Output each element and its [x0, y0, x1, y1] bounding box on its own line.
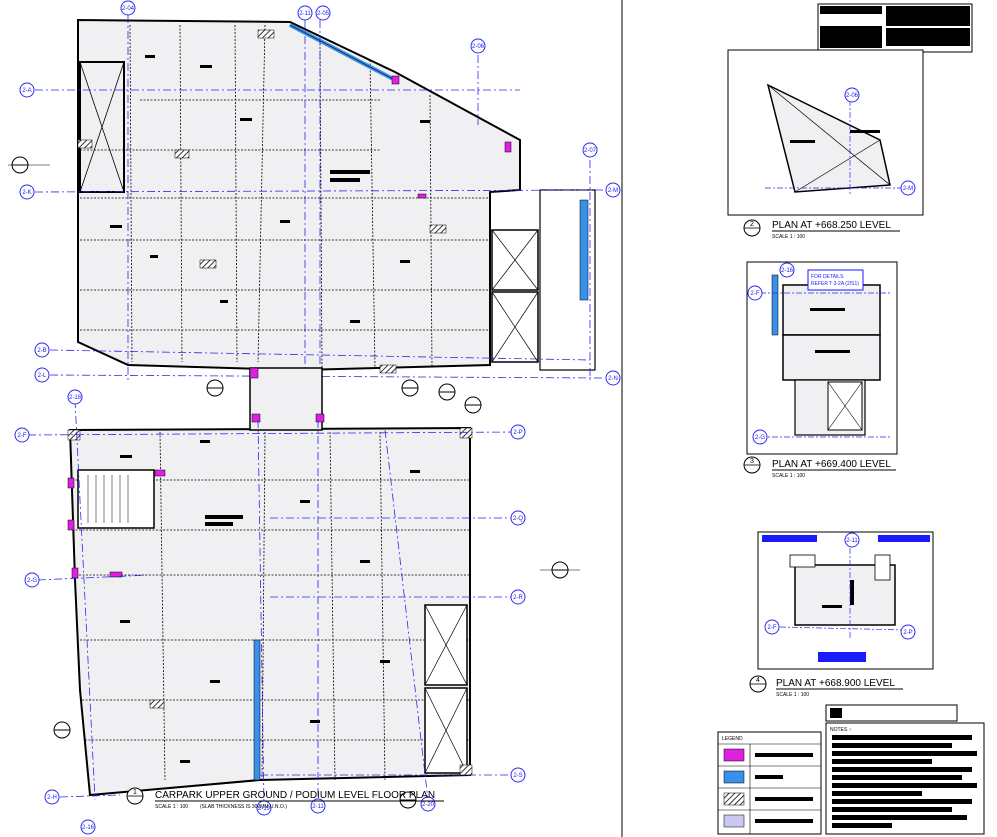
main-plan-title-block: 1 CARPARK UPPER GROUND / PODIUM LEVEL FL…	[126, 787, 444, 810]
svg-text:2-S: 2-S	[513, 773, 522, 779]
svg-text:2-L: 2-L	[38, 373, 47, 379]
grid-bubble-2-L: 2-L	[34, 367, 50, 383]
svg-text:2-M: 2-M	[608, 188, 618, 194]
svg-text:2-04: 2-04	[122, 6, 135, 12]
grid-bubble-2-S: 2-S	[510, 767, 526, 783]
grid-bubble-2-04: 2-04	[120, 0, 136, 16]
svg-text:2-Q: 2-Q	[513, 516, 523, 522]
grid-bubble-plan2-2-M: 2-M	[900, 180, 916, 196]
grid-bubble-2-11-lower: 2-11	[310, 798, 326, 814]
title-stamp	[817, 3, 973, 53]
connector-neck	[249, 367, 323, 431]
grid-bubble-plan4-2-11: 2-11	[844, 532, 860, 548]
plan4-title: PLAN AT +668.900 LEVEL	[776, 678, 895, 689]
svg-text:2-N: 2-N	[608, 376, 618, 382]
svg-text:2-P: 2-P	[513, 430, 522, 436]
svg-text:2-20: 2-20	[422, 802, 435, 808]
svg-text:2-B: 2-B	[37, 348, 46, 354]
upper-grid-bubbles: 2-A 2-K 2-B 2-L 2-M 2-N 2-04 2-11 2-05 2…	[19, 0, 621, 386]
svg-text:2-16: 2-16	[781, 268, 794, 274]
grid-bubble-plan2-2-06: 2-06	[844, 87, 860, 103]
main-plan-number: 1	[133, 789, 137, 796]
upper-slab	[77, 18, 521, 372]
plan-3-detail: FOR DETAILS REFER T 3-2A (2/S1) 2-16 2-F…	[743, 261, 898, 479]
svg-text:2-H: 2-H	[47, 795, 57, 801]
stair-core	[77, 469, 155, 529]
grid-bubble-plan4-2-P: 2-P	[900, 624, 916, 640]
main-plan-note: (SLAB THICKNESS IS 300MM U.N.O.)	[200, 804, 287, 810]
plan2-number: 2	[750, 221, 754, 228]
grid-bubble-2-K: 2-K	[19, 184, 35, 200]
legend-swatch-blue	[723, 770, 745, 784]
plan-2-detail: 2-06 2-M 2 PLAN AT +668.250 LEVEL SCALE …	[727, 49, 924, 240]
svg-text:2-P: 2-P	[903, 630, 912, 636]
plan4-scale: SCALE 1 : 100	[776, 692, 809, 698]
legend-swatch-hatch	[723, 792, 745, 806]
upper-plan	[77, 18, 596, 374]
lower-gridlines	[27, 399, 516, 806]
grid-bubble-2-H: 2-H	[44, 789, 60, 805]
svg-text:2-F: 2-F	[751, 291, 760, 297]
grid-bubble-2-06: 2-06	[470, 38, 486, 54]
svg-text:2-F: 2-F	[768, 625, 777, 631]
plan3-note-line1: FOR DETAILS	[811, 274, 844, 280]
svg-text:2-F: 2-F	[18, 433, 27, 439]
legend-swatch-lavender	[723, 814, 745, 828]
svg-text:2-G: 2-G	[27, 578, 37, 584]
grid-bubble-plan3-2-16: 2-16	[779, 262, 795, 278]
svg-text:2-M: 2-M	[903, 186, 913, 192]
lower-slab	[68, 426, 471, 797]
grid-bubble-2-M: 2-M	[605, 182, 621, 198]
svg-text:2-07: 2-07	[584, 148, 597, 154]
svg-text:2-K: 2-K	[22, 190, 31, 196]
svg-text:2-16: 2-16	[82, 825, 95, 831]
grid-bubble-plan3-2-F: 2-F	[747, 285, 763, 301]
svg-text:2-06: 2-06	[846, 93, 859, 99]
lower-plan	[67, 367, 473, 797]
plan-4-detail: 2-11 2-F 2-P 4 PLAN AT +668.900 LEVEL SC…	[749, 531, 934, 698]
lower-grid-bubbles: 2-F 2-G 2-H 2-P 2-Q 2-R 2-S 2-18 2-19 2-…	[14, 389, 526, 835]
plan2-title: PLAN AT +668.250 LEVEL	[772, 220, 891, 231]
svg-text:2-11: 2-11	[846, 538, 858, 544]
notes-box: NOTES :-	[825, 704, 985, 835]
grid-bubble-2-P: 2-P	[510, 424, 526, 440]
svg-text:2-G: 2-G	[755, 435, 765, 441]
grid-bubble-2-R: 2-R	[510, 589, 526, 605]
plan3-scale: SCALE 1 : 100	[772, 473, 805, 479]
svg-text:2-A: 2-A	[22, 88, 31, 94]
grid-bubble-plan3-2-G: 2-G	[752, 429, 768, 445]
upper-gridlines	[34, 15, 606, 395]
svg-text:2-11: 2-11	[299, 11, 311, 17]
grid-bubble-2-18: 2-18	[67, 389, 83, 405]
svg-text:2-18: 2-18	[69, 395, 82, 401]
main-plan-title: CARPARK UPPER GROUND / PODIUM LEVEL FLOO…	[155, 790, 435, 801]
grid-bubble-2-A: 2-A	[19, 82, 35, 98]
grid-bubble-2-N: 2-N	[605, 370, 621, 386]
grid-bubble-2-G: 2-G	[24, 572, 40, 588]
main-plan-scale: SCALE 1 : 100	[155, 804, 188, 810]
grid-bubble-2-Q: 2-Q	[510, 510, 526, 526]
legend-box: LEGEND	[717, 731, 822, 835]
grid-bubble-2-07: 2-07	[582, 142, 598, 158]
plan3-note-line2: REFER T 3-2A (2/S1)	[811, 281, 859, 287]
svg-text:2-19: 2-19	[258, 806, 271, 812]
grid-bubble-2-F: 2-F	[14, 427, 30, 443]
grid-bubble-2-B: 2-B	[34, 342, 50, 358]
svg-text:2-11: 2-11	[312, 804, 324, 810]
grid-bubble-2-11: 2-11	[297, 5, 313, 21]
svg-text:2-06: 2-06	[472, 44, 485, 50]
grid-bubble-2-16: 2-16	[80, 819, 96, 835]
legend-title: LEGEND	[722, 736, 743, 742]
svg-text:2-R: 2-R	[513, 595, 523, 601]
grid-bubble-2-05: 2-05	[315, 5, 331, 21]
plan4-number: 4	[756, 677, 760, 684]
grid-bubble-plan4-2-F: 2-F	[764, 619, 780, 635]
notes-title: NOTES :-	[830, 727, 852, 733]
legend-swatch-magenta	[723, 748, 745, 762]
plan3-title: PLAN AT +669.400 LEVEL	[772, 459, 891, 470]
svg-text:2-05: 2-05	[317, 11, 330, 17]
plan2-scale: SCALE 1 : 100	[772, 234, 805, 240]
plan3-number: 3	[750, 458, 754, 465]
